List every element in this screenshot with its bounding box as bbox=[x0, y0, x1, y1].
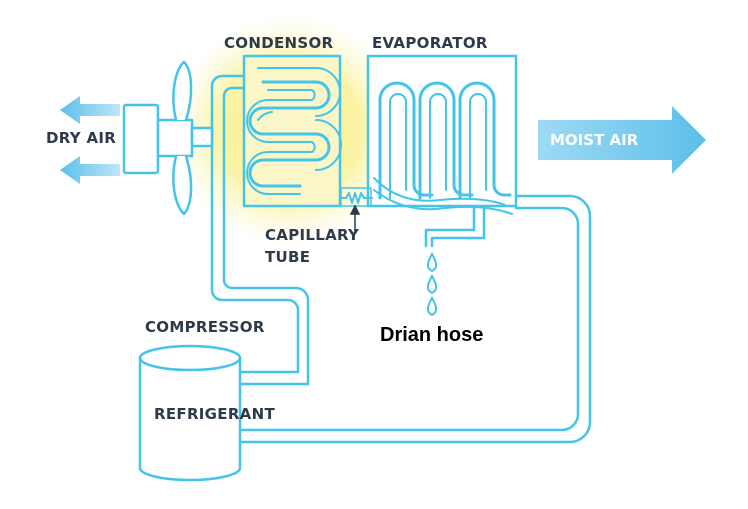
capillary-tube bbox=[339, 192, 373, 204]
capillary-label-line1: CAPILLARY bbox=[265, 226, 360, 244]
capillary-box bbox=[340, 187, 372, 207]
water-drops bbox=[426, 251, 438, 317]
pipe-evaporator-compressor bbox=[238, 194, 592, 444]
pipe-evaporator-compressor-inner bbox=[238, 206, 580, 432]
pipe-condenser-compressor-inner bbox=[222, 86, 310, 386]
condenser-box bbox=[242, 54, 342, 208]
compressor bbox=[138, 344, 242, 482]
pipe-condenser-compressor bbox=[210, 74, 300, 374]
evaporator-box bbox=[366, 54, 518, 208]
dry-air-arrows bbox=[60, 96, 120, 184]
moist-air-label: MOIST AIR bbox=[550, 131, 639, 149]
fan bbox=[122, 60, 214, 216]
refrigerant-label: REFRIGERANT bbox=[154, 405, 275, 423]
moist-air-arrow bbox=[538, 106, 706, 174]
condensor-label: CONDENSOR bbox=[224, 34, 334, 52]
evaporator-coil bbox=[373, 81, 513, 215]
capillary-pointer bbox=[349, 204, 361, 232]
compressor-label: COMPRESSOR bbox=[145, 318, 265, 336]
evaporator-label: EVAPORATOR bbox=[372, 34, 488, 52]
drain-pipe bbox=[424, 204, 486, 248]
condenser-coil bbox=[246, 67, 342, 195]
drain-hose-label: Drian hose bbox=[380, 324, 484, 346]
dry-air-label: DRY AIR bbox=[46, 129, 117, 147]
capillary-label-line2: TUBE bbox=[265, 248, 311, 266]
